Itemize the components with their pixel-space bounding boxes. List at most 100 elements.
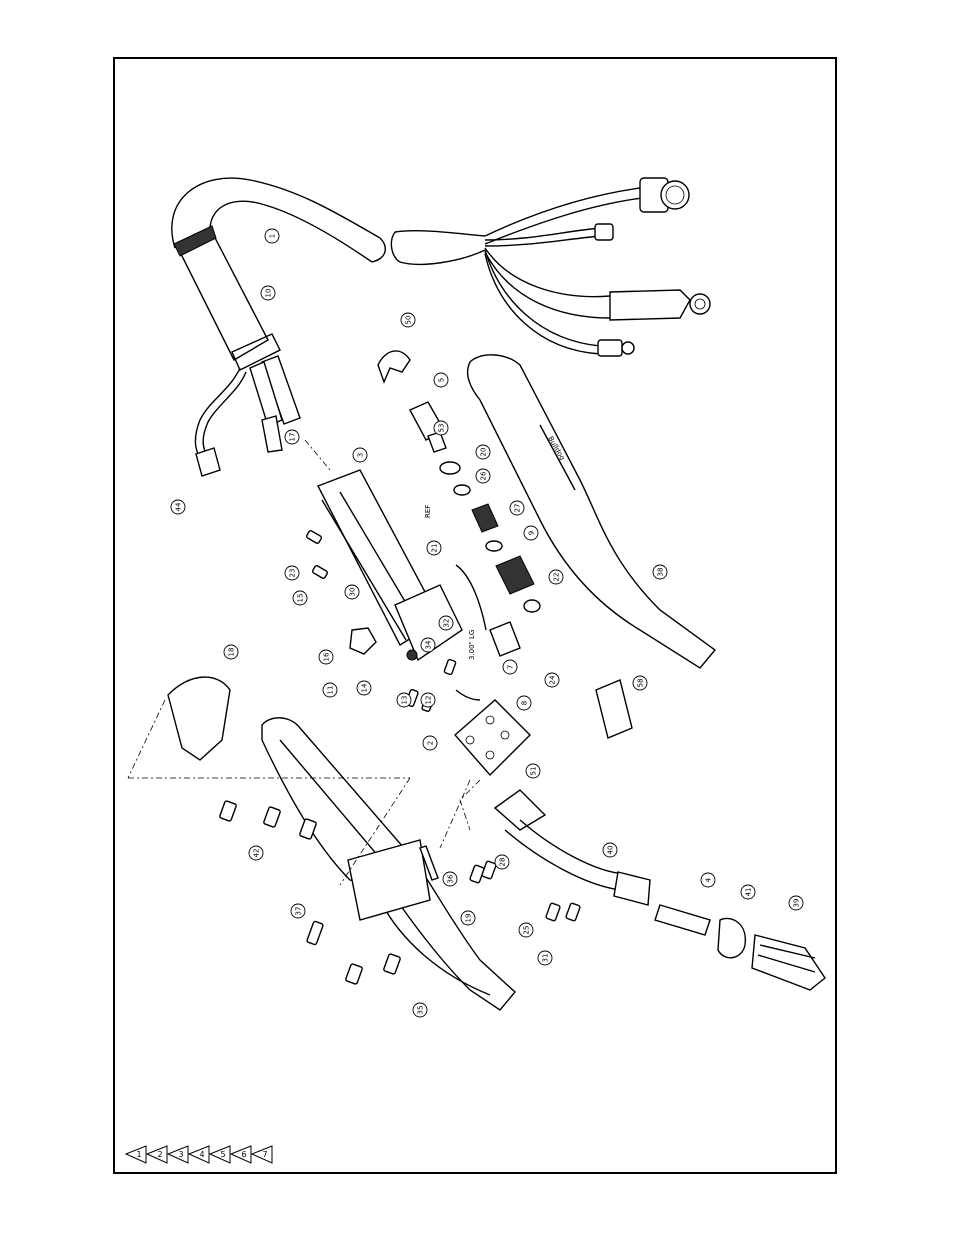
callout-balloon (352, 447, 368, 463)
callout-balloon (422, 735, 438, 751)
callout-label: 15 (297, 594, 305, 603)
callout-label: 11 (327, 686, 335, 695)
callout-balloon (248, 845, 264, 861)
callout-balloon (494, 854, 510, 870)
callout-label: 58 (637, 679, 645, 688)
legend-label: 4 (199, 1150, 204, 1159)
legend-triangle (229, 1145, 252, 1164)
callout-balloon (740, 884, 756, 900)
callout-label: 4 (705, 877, 713, 882)
callout-balloon (502, 659, 518, 675)
callout-label: 13 (401, 696, 409, 705)
callout-balloon (537, 950, 553, 966)
callout-label: 22 (553, 573, 561, 582)
callout-balloon (412, 1002, 428, 1018)
callout-label: 2 (427, 741, 435, 745)
callout-balloon (433, 420, 449, 436)
callout-label: 21 (431, 544, 439, 553)
callout-label: 26 (480, 471, 488, 480)
callout-label: 14 (361, 683, 369, 692)
gun-body-assembly (317, 469, 521, 662)
notes: REF 3.00" LG (424, 505, 476, 660)
power-cable-assembly (171, 177, 711, 357)
callout-balloon (396, 692, 412, 708)
callout-label: 40 (607, 846, 615, 855)
callout-balloon (516, 695, 532, 711)
callout-balloon (460, 910, 476, 926)
callout-label: 32 (443, 619, 451, 628)
legend-triangle (124, 1145, 147, 1164)
callout-label: 23 (289, 569, 297, 578)
callout-balloon (420, 692, 436, 708)
rear-cover (167, 676, 231, 761)
callout-label: 39 (793, 899, 801, 908)
callout-label: 24 (549, 675, 557, 684)
callout-balloon (290, 903, 306, 919)
callout-label: 35 (417, 1006, 425, 1015)
callout-label: 9 (528, 531, 536, 535)
legend-label: 5 (220, 1150, 225, 1159)
callout-balloon (523, 525, 539, 541)
callout-label: 5 (438, 378, 446, 382)
callout-label: 25 (523, 926, 531, 935)
callout-label: 19 (465, 914, 473, 923)
callout-balloon (442, 871, 458, 887)
callout-balloon (475, 468, 491, 484)
callout-label: 50 (405, 316, 413, 325)
legend-triangle (166, 1145, 189, 1164)
neck-mount-block (454, 699, 531, 777)
legend-label: 7 (262, 1150, 267, 1159)
callout-balloon (356, 680, 372, 696)
callout-balloon (544, 672, 560, 688)
callout-balloon (264, 228, 280, 244)
callout-balloon (602, 842, 618, 858)
legend-label: 3 (178, 1150, 183, 1159)
legend-triangle (187, 1145, 210, 1164)
callout-balloon (420, 637, 436, 653)
assembly-centerlines (127, 439, 481, 886)
callout-balloon (509, 500, 525, 516)
callout-label: 7 (507, 665, 515, 669)
callout-label: 37 (295, 907, 303, 916)
callout-label: 30 (349, 588, 357, 597)
callout-label: 36 (447, 874, 455, 883)
handle-shell-right: Bulldog (467, 354, 717, 669)
callout-label: 16 (323, 652, 331, 661)
callout-label: 38 (657, 568, 665, 577)
callout-balloon (788, 895, 804, 911)
callout-balloon (292, 590, 308, 606)
callout-balloon (525, 763, 541, 779)
callout-label: 12 (425, 696, 433, 705)
callout-balloon (632, 675, 648, 691)
callout-balloon (284, 429, 300, 445)
legend-label: 6 (241, 1150, 246, 1159)
callout-balloon (223, 644, 239, 660)
callout-balloon (284, 565, 300, 581)
legend-triangle (250, 1145, 273, 1164)
callout-label: 3 (357, 453, 365, 457)
callout-balloon (433, 372, 449, 388)
callout-label: 28 (499, 858, 507, 867)
callout-label: 27 (514, 504, 522, 513)
callout-label: 17 (289, 433, 297, 442)
callout-label: 34 (425, 640, 433, 649)
drawing-border (113, 57, 837, 1174)
callout-label: 31 (542, 954, 550, 963)
callout-balloon (344, 584, 360, 600)
callout-balloon (400, 312, 416, 328)
callout-label: 44 (175, 502, 183, 511)
callout-balloon (426, 540, 442, 556)
callout-balloon (700, 872, 716, 888)
legend-triangle (208, 1145, 231, 1164)
cable-clip (377, 350, 411, 384)
callout-label: 20 (480, 448, 488, 457)
callout-balloon (548, 569, 564, 585)
callout-label: 53 (438, 424, 446, 433)
callout-label: 8 (521, 701, 529, 705)
callout-balloon (170, 499, 186, 515)
callout-label: 42 (253, 849, 261, 858)
legend-label: 2 (157, 1150, 162, 1159)
callout-label: 10 (265, 289, 273, 298)
